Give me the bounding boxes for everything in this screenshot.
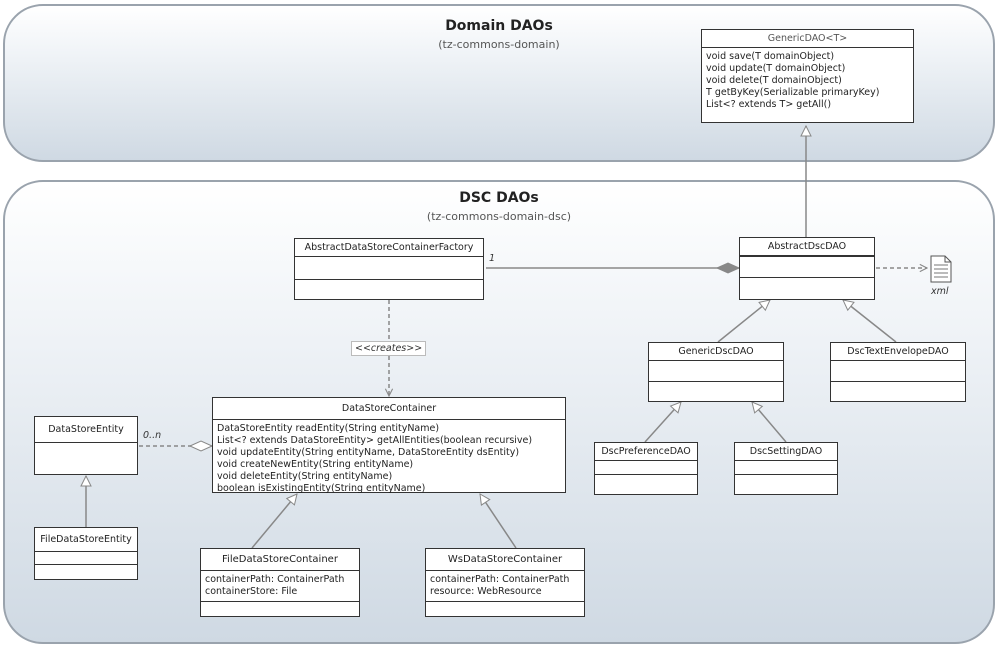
attribute: containerPath: ContainerPath bbox=[430, 574, 570, 585]
generalization-textenvelopedao-abstractdscdao bbox=[843, 300, 897, 343]
class-operations bbox=[831, 382, 965, 398]
class-dscsettingdao[interactable]: DscSettingDAO bbox=[734, 442, 838, 495]
xml-file-icon bbox=[930, 255, 952, 283]
class-name: AbstractDataStoreContainerFactory bbox=[295, 239, 483, 257]
class-name: WsDataStoreContainer bbox=[426, 549, 584, 571]
operation: void deleteEntity(String entityName) bbox=[217, 471, 393, 482]
generalization-preferencedao-genericdscdao bbox=[644, 402, 681, 443]
class-operations bbox=[295, 280, 483, 294]
multiplicity-many-label: 0..n bbox=[143, 430, 162, 441]
class-attributes bbox=[649, 361, 783, 382]
class-name: FileDataStoreEntity bbox=[35, 528, 137, 552]
package-subtitle: (tz-commons-domain-dsc) bbox=[426, 210, 572, 223]
operation: boolean isExistingEntity(String entityNa… bbox=[217, 483, 426, 494]
class-attributes bbox=[740, 257, 874, 278]
class-operations: void save(T domainObject) void update(T … bbox=[702, 48, 913, 113]
attribute: containerPath: ContainerPath bbox=[205, 574, 345, 585]
generalization-genericdscdao-abstractdscdao bbox=[717, 300, 770, 343]
class-name: DscSettingDAO bbox=[735, 443, 837, 461]
class-dsctextenvelopedao[interactable]: DscTextEnvelopeDAO bbox=[830, 342, 966, 402]
creates-stereotype-label: <<creates>> bbox=[351, 341, 427, 356]
generalization-wscontainer-container bbox=[479, 494, 517, 549]
class-wsdatastorecontainer[interactable]: WsDataStoreContainer containerPath: Cont… bbox=[425, 548, 585, 617]
class-attributes bbox=[831, 361, 965, 382]
class-dscpreferencedao[interactable]: DscPreferenceDAO bbox=[594, 442, 698, 495]
class-attributes bbox=[295, 257, 483, 280]
operation: T getByKey(Serializable primaryKey) bbox=[706, 87, 880, 98]
class-genericdscdao[interactable]: GenericDscDAO bbox=[648, 342, 784, 402]
package-title: Domain DAOs bbox=[445, 18, 553, 34]
package-subtitle: (tz-commons-domain) bbox=[438, 38, 560, 51]
class-filedatastorecontainer[interactable]: FileDataStoreContainer containerPath: Co… bbox=[200, 548, 360, 617]
class-body bbox=[35, 443, 137, 475]
generalization-settingdao-genericdscdao bbox=[752, 402, 787, 443]
class-operations bbox=[740, 278, 874, 294]
class-genericdao[interactable]: GenericDAO<T> void save(T domainObject) … bbox=[701, 29, 914, 123]
class-operations bbox=[649, 382, 783, 398]
class-operations bbox=[595, 475, 697, 488]
class-name: GenericDscDAO bbox=[649, 343, 783, 361]
operation: void update(T domainObject) bbox=[706, 63, 846, 74]
class-operations bbox=[426, 602, 584, 618]
class-name: GenericDAO<T> bbox=[702, 30, 913, 48]
class-name: DscTextEnvelopeDAO bbox=[831, 343, 965, 361]
class-attributes: containerPath: ContainerPath resource: W… bbox=[426, 571, 584, 602]
operation: DataStoreEntity readEntity(String entity… bbox=[217, 423, 440, 434]
class-operations bbox=[201, 602, 359, 618]
operation: void updateEntity(String entityName, Dat… bbox=[217, 447, 520, 458]
class-datastoreentity[interactable]: DataStoreEntity bbox=[34, 416, 138, 475]
class-attributes bbox=[735, 461, 837, 475]
class-attributes: containerPath: ContainerPath containerSt… bbox=[201, 571, 359, 602]
class-operations bbox=[735, 475, 837, 488]
xml-file-label: xml bbox=[931, 286, 949, 297]
operation: List<? extends DataStoreEntity> getAllEn… bbox=[217, 435, 533, 446]
class-operations bbox=[35, 565, 137, 577]
class-name: DataStoreEntity bbox=[35, 417, 137, 443]
class-abstractdscdao[interactable]: AbstractDscDAO bbox=[739, 237, 875, 300]
operation: void delete(T domainObject) bbox=[706, 75, 842, 86]
class-operations: DataStoreEntity readEntity(String entity… bbox=[213, 420, 565, 497]
class-filedatastoreentity[interactable]: FileDataStoreEntity bbox=[34, 527, 138, 580]
attribute: containerStore: File bbox=[205, 586, 298, 597]
class-attributes bbox=[35, 552, 137, 565]
operation: void save(T domainObject) bbox=[706, 51, 835, 62]
operation: List<? extends T> getAll() bbox=[706, 99, 832, 110]
class-name: DataStoreContainer bbox=[213, 398, 565, 420]
class-abstractdatastorecontainerfactory[interactable]: AbstractDataStoreContainerFactory bbox=[294, 238, 484, 300]
class-name: FileDataStoreContainer bbox=[201, 549, 359, 571]
class-name: AbstractDscDAO bbox=[740, 238, 874, 257]
class-datastorecontainer[interactable]: DataStoreContainer DataStoreEntity readE… bbox=[212, 397, 566, 494]
multiplicity-one-label: 1 bbox=[489, 253, 496, 264]
class-name: DscPreferenceDAO bbox=[595, 443, 697, 461]
package-title: DSC DAOs bbox=[459, 190, 539, 206]
operation: void createNewEntity(String entityName) bbox=[217, 459, 414, 470]
class-attributes bbox=[595, 461, 697, 475]
generalization-filecontainer-container bbox=[251, 494, 297, 549]
attribute: resource: WebResource bbox=[430, 586, 542, 597]
